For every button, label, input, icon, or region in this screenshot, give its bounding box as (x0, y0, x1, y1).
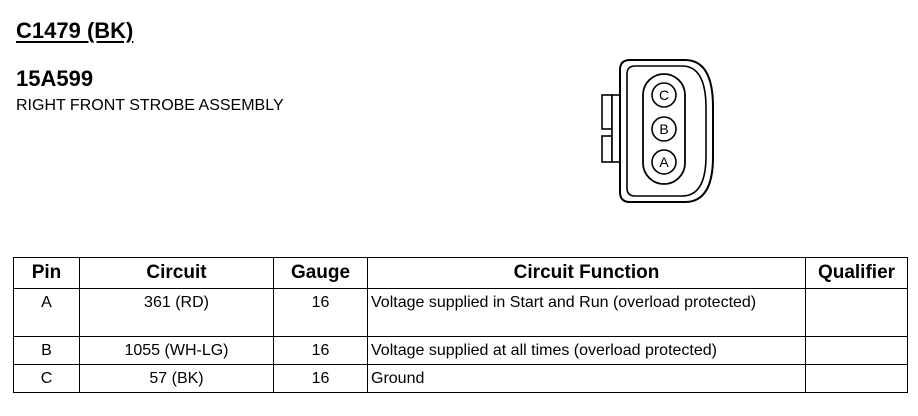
cell-pin: C (13, 364, 80, 393)
svg-text:A: A (659, 154, 669, 170)
svg-text:C: C (659, 87, 669, 103)
connector-lock-tab-lower (601, 135, 613, 163)
cell-circuit: 1055 (WH-LG) (79, 336, 274, 365)
cell-gauge: 16 (273, 364, 368, 393)
table-header-row: Pin Circuit Gauge Circuit Function Quali… (13, 257, 908, 289)
cell-circuit-function: Ground (367, 364, 806, 393)
table-row: B 1055 (WH-LG) 16 Voltage supplied at al… (13, 336, 908, 365)
cell-pin: B (13, 336, 80, 365)
cell-gauge: 16 (273, 336, 368, 365)
cell-circuit: 57 (BK) (79, 364, 274, 393)
table-row: C 57 (BK) 16 Ground (13, 364, 908, 393)
cell-circuit-function: Voltage supplied at all times (overload … (367, 336, 806, 365)
cell-pin: A (13, 288, 80, 337)
column-header-gauge: Gauge (273, 257, 368, 289)
connector-id: C1479 (BK) (16, 18, 134, 43)
cell-circuit: 361 (RD) (79, 288, 274, 337)
connector-face-diagram: C B A (601, 59, 714, 203)
svg-text:B: B (659, 121, 668, 137)
connector-description: RIGHT FRONT STROBE ASSEMBLY (16, 97, 284, 114)
cell-qualifier (805, 336, 908, 365)
part-number: 15A599 (16, 66, 94, 91)
cell-qualifier (805, 288, 908, 337)
connector-cavity-c: C (651, 82, 677, 108)
table-row: A 361 (RD) 16 Voltage supplied in Start … (13, 288, 908, 337)
column-header-circuit: Circuit (79, 257, 274, 289)
cell-gauge: 16 (273, 288, 368, 337)
column-header-circuit-function: Circuit Function (367, 257, 806, 289)
column-header-pin: Pin (13, 257, 80, 289)
connector-cavity-a: A (651, 149, 677, 175)
connector-housing-inner (626, 65, 707, 197)
connector-cavity-b: B (651, 116, 677, 142)
column-header-qualifier: Qualifier (805, 257, 908, 289)
cell-circuit-function: Voltage supplied in Start and Run (overl… (367, 288, 806, 337)
pinout-table: Pin Circuit Gauge Circuit Function Quali… (13, 257, 908, 393)
cell-qualifier (805, 364, 908, 393)
connector-lock-tab-upper (601, 94, 613, 130)
